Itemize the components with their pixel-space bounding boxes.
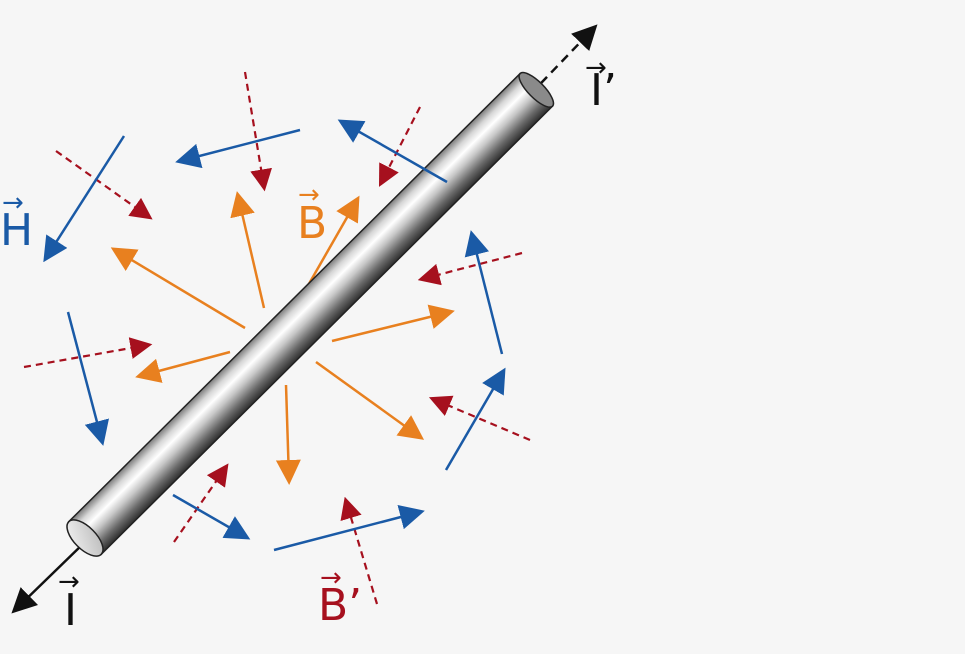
b-prime-arrow-5 <box>417 251 523 286</box>
b-prime-arrow-2 <box>243 71 272 192</box>
svg-text:→: → <box>585 53 607 83</box>
b-prime-arrow-3 <box>378 106 421 187</box>
svg-text:I: I <box>64 585 77 636</box>
b-arrow-6 <box>315 360 425 440</box>
b-prime-arrow-7 <box>173 463 229 543</box>
label-h: → H <box>0 188 33 256</box>
svg-text:H: H <box>0 205 33 256</box>
svg-text:→: → <box>2 188 24 218</box>
svg-text:B’: B’ <box>318 580 362 631</box>
current-arrow-in <box>11 541 86 614</box>
b-prime-arrow-6 <box>428 395 531 442</box>
b-prime-arrow-4 <box>23 337 153 369</box>
h-arrow-4 <box>66 311 109 446</box>
svg-text:→: → <box>298 180 320 210</box>
svg-text:I’: I’ <box>590 65 617 116</box>
h-arrow-5 <box>464 230 504 355</box>
b-field-arrows <box>110 191 455 485</box>
svg-text:B: B <box>297 198 327 249</box>
b-arrow-4 <box>135 350 231 383</box>
b-prime-arrow-1 <box>55 150 153 220</box>
b-prime-arrow-8 <box>340 496 379 605</box>
b-arrow-3 <box>110 247 246 330</box>
h-arrow-2 <box>175 128 301 169</box>
h-arrow-8 <box>273 504 425 552</box>
b-arrow-1 <box>230 191 266 309</box>
b-prime-field-arrows <box>23 71 531 605</box>
svg-text:→: → <box>58 567 80 597</box>
b-arrow-7 <box>275 384 301 485</box>
h-arrow-1 <box>43 135 126 263</box>
label-i-prime: → I’ <box>585 53 617 116</box>
h-field-arrows <box>43 119 506 552</box>
h-arrow-6 <box>444 367 506 471</box>
h-arrow-7 <box>172 493 251 540</box>
label-b: → B <box>297 180 327 249</box>
rod-near-end-cap <box>66 519 104 557</box>
svg-text:→: → <box>320 563 342 593</box>
h-arrow-3 <box>337 119 448 184</box>
rod-far-end <box>518 71 555 108</box>
conductor-rod <box>66 71 555 557</box>
b-arrow-5 <box>331 304 455 343</box>
label-b-prime: → B’ <box>318 563 362 631</box>
label-i: → I <box>58 567 80 636</box>
